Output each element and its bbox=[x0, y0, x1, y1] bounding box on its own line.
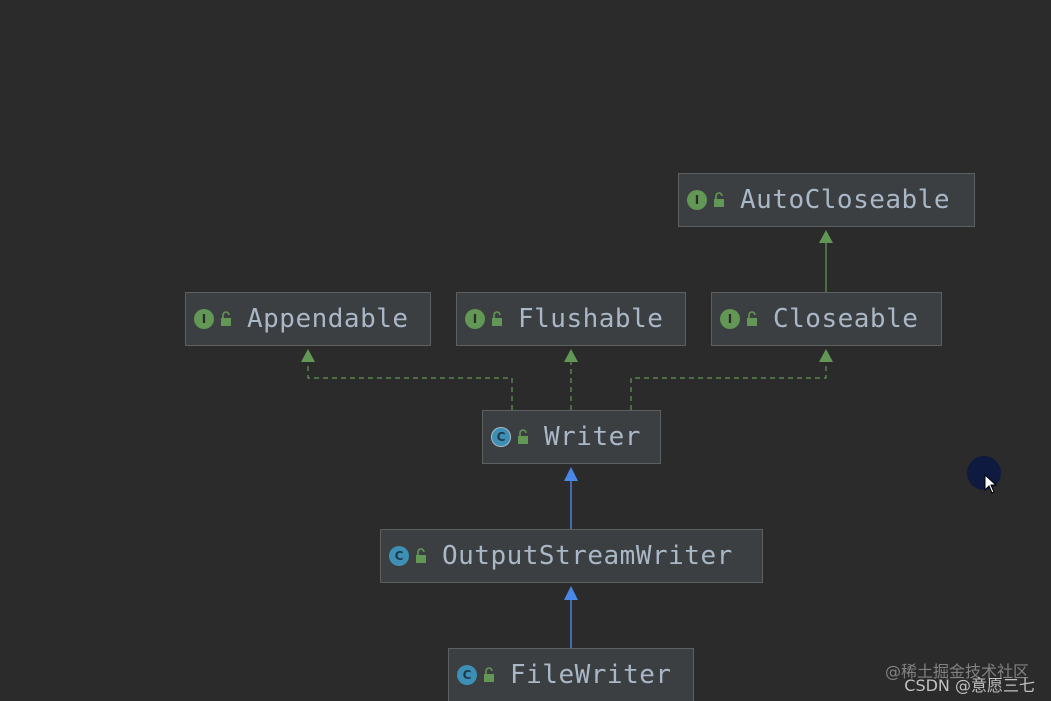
node-closeable[interactable]: I Closeable bbox=[711, 292, 942, 346]
edge-writer-closeable bbox=[630, 349, 833, 410]
interface-icon: I bbox=[194, 309, 214, 329]
unlock-icon bbox=[221, 311, 231, 326]
unlock-icon bbox=[714, 192, 724, 207]
node-flushable[interactable]: I Flushable bbox=[456, 292, 686, 346]
node-label: FileWriter bbox=[510, 660, 672, 690]
watermark-line-2: CSDN @意愿三七 bbox=[904, 676, 1035, 695]
unlock-icon bbox=[416, 548, 426, 563]
edge-outputstreamwriter-writer bbox=[564, 467, 578, 529]
mouse-pointer-icon bbox=[984, 474, 998, 494]
interface-icon: I bbox=[465, 309, 485, 329]
watermark-line-1: @稀土掘金技术社区 bbox=[884, 662, 1029, 681]
unlock-icon bbox=[518, 429, 528, 444]
interface-icon: I bbox=[720, 309, 740, 329]
edge-filewriter-outputstreamwriter bbox=[564, 586, 578, 648]
node-outputstreamwriter[interactable]: C OutputStreamWriter bbox=[380, 529, 763, 583]
edge-closeable-autocloseable bbox=[819, 230, 833, 292]
class-icon: C bbox=[457, 665, 477, 685]
unlock-icon bbox=[747, 311, 757, 326]
unlock-icon bbox=[484, 667, 494, 682]
class-icon: C bbox=[389, 546, 409, 566]
node-label: AutoCloseable bbox=[740, 185, 950, 215]
node-filewriter[interactable]: C FileWriter bbox=[448, 648, 694, 701]
node-writer[interactable]: C Writer bbox=[482, 410, 661, 464]
node-label: OutputStreamWriter bbox=[442, 541, 733, 571]
node-label: Flushable bbox=[518, 304, 664, 334]
node-label: Appendable bbox=[247, 304, 409, 334]
node-label: Closeable bbox=[773, 304, 919, 334]
node-appendable[interactable]: I Appendable bbox=[185, 292, 431, 346]
node-label: Writer bbox=[544, 422, 641, 452]
node-autocloseable[interactable]: I AutoCloseable bbox=[678, 173, 975, 227]
edge-writer-appendable bbox=[301, 349, 513, 410]
abstract-class-icon: C bbox=[491, 427, 511, 447]
unlock-icon bbox=[492, 311, 502, 326]
interface-icon: I bbox=[687, 190, 707, 210]
edge-writer-flushable bbox=[564, 349, 578, 410]
